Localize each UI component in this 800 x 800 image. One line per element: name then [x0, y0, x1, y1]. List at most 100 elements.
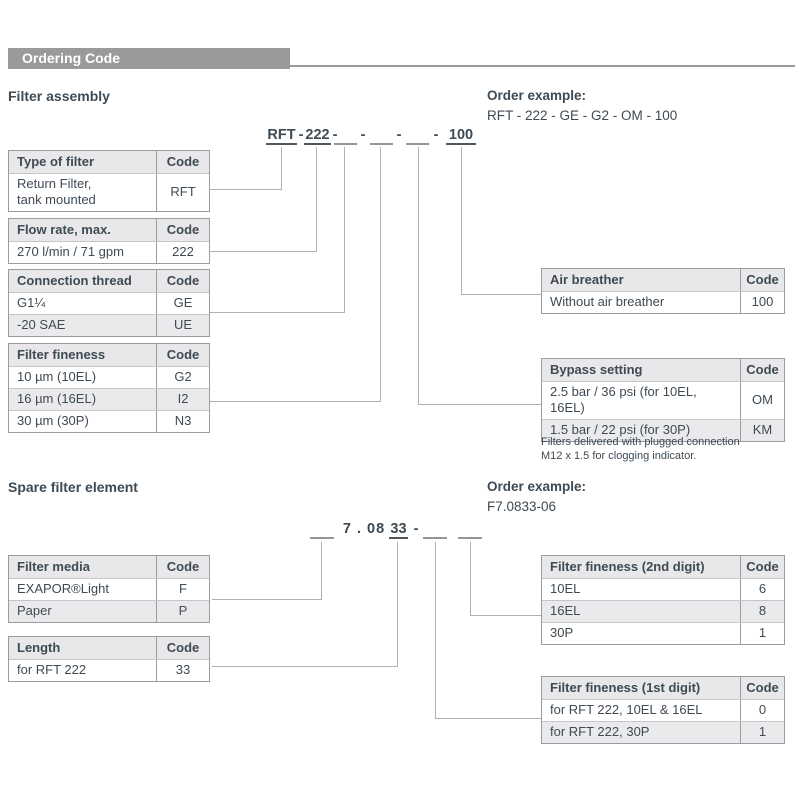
code-segment-rft: RFT — [266, 127, 297, 145]
table-header-cell: Code — [156, 270, 209, 292]
code-separator: - — [360, 127, 366, 143]
table-header-cell: Code — [156, 637, 209, 659]
table-cell: 8 — [740, 601, 784, 622]
table-cell: for RFT 222 — [17, 662, 87, 678]
code-separator: - — [413, 521, 419, 537]
table-cell: 33 — [156, 660, 209, 681]
connector-type-of-filter — [210, 147, 282, 190]
table-row: G1¼ GE — [9, 292, 209, 314]
code-segment-length: 33 — [389, 521, 408, 539]
table-cell: 1 — [740, 722, 784, 743]
connector-air-breather — [461, 147, 541, 295]
table-cell: 10EL — [550, 581, 581, 597]
table-row: 10EL 6 — [542, 578, 784, 600]
table-row: Without air breather 100 — [542, 291, 784, 313]
spare-order-example-value: F7.0833-06 — [487, 499, 557, 514]
code-blank-connection-thread — [334, 127, 357, 145]
table-cell: 270 l/min / 71 gpm — [17, 244, 124, 260]
table-row: 30P 1 — [542, 622, 784, 644]
assembly-order-example-value: RFT - 222 - GE - G2 - OM - 100 — [487, 108, 678, 123]
code-separator: - — [433, 127, 439, 143]
code-separator: - — [396, 127, 402, 143]
code-blank-bypass-setting — [406, 127, 429, 145]
table-cell: Return Filter, tank mounted — [17, 176, 96, 208]
table-header-cell: Filter fineness (1st digit) — [550, 679, 701, 695]
connector-length — [212, 542, 398, 667]
code-blank-fineness-1st-digit — [423, 521, 447, 539]
table-cell: Without air breather — [550, 294, 665, 310]
table-row: 1.5 bar / 22 psi (for 30P)KM — [542, 418, 784, 441]
section-title-bar: Ordering Code — [8, 48, 290, 69]
table-header-cell: Air breather — [550, 271, 624, 287]
table-header-cell: Code — [740, 556, 784, 578]
connector-filter-fineness — [210, 147, 381, 402]
assembly-order-example-label: Order example: — [487, 88, 587, 103]
table-cell: 100 — [740, 292, 784, 313]
table-row: Return Filter, tank mounted RFT — [9, 173, 209, 211]
code-blank-fineness-2nd-digit — [458, 521, 482, 539]
table-cell: 0 — [740, 700, 784, 721]
table-row: Paper P — [9, 600, 209, 622]
table-cell: 10 µm (10EL) — [17, 369, 97, 385]
table-cell: RFT — [156, 174, 209, 211]
table-header-cell: Flow rate, max. — [17, 221, 111, 237]
table-row: 10 µm (10EL)G2 — [9, 366, 209, 388]
code-blank-filter-fineness — [370, 127, 393, 145]
table-cell: for RFT 222, 30P — [550, 724, 650, 740]
title-rule — [290, 47, 795, 67]
table-row: for RFT 222, 30P 1 — [542, 721, 784, 743]
table-cell: G1¼ — [17, 295, 46, 311]
spare-filter-element-heading: Spare filter element — [8, 479, 138, 495]
table-header-cell: Code — [156, 219, 209, 241]
table-header-cell: Type of filter — [17, 153, 95, 169]
table-cell: 222 — [156, 242, 209, 263]
table-row: for RFT 222, 10EL & 16EL 0 — [542, 699, 784, 721]
table-cell: P — [156, 601, 209, 622]
fineness-2nd-digit-table: Filter fineness (2nd digit) Code 10EL 6 16EL… — [541, 555, 785, 645]
table-cell: for RFT 222, 10EL & 16EL — [550, 702, 703, 718]
table-cell: OM — [740, 382, 784, 419]
table-cell: 16EL — [550, 603, 581, 619]
table-header-cell: Filter fineness (2nd digit) — [550, 558, 705, 574]
code-separator: - — [332, 127, 338, 143]
table-cell: 30P — [550, 625, 574, 641]
connector-filter-media — [212, 542, 322, 600]
code-separator: - — [298, 127, 304, 143]
table-header-row: Filter fineness (1st digit) Code — [542, 677, 784, 699]
spare-order-example-label: Order example: — [487, 479, 587, 494]
table-header-cell: Code — [740, 677, 784, 699]
table-cell: I2 — [156, 389, 209, 410]
connector-fineness-1st — [435, 542, 541, 719]
table-header-cell: Filter media — [17, 558, 90, 574]
table-header-cell: Code — [740, 359, 784, 381]
table-cell: F — [156, 579, 209, 600]
table-cell: Paper — [17, 603, 52, 619]
connector-fineness-2nd — [470, 542, 541, 616]
code-segment-222: 222 — [304, 127, 331, 145]
table-cell: KM — [740, 419, 784, 441]
code-blank-filter-media — [310, 521, 334, 539]
table-cell: -20 SAE — [17, 317, 66, 333]
table-row: 2.5 bar / 36 psi (for 10EL, 16EL)OM — [542, 381, 784, 419]
table-cell: GE — [156, 293, 209, 314]
table-cell: EXAPOR®Light — [17, 581, 109, 597]
table-cell: 1 — [740, 623, 784, 644]
table-header-cell: Filter fineness — [17, 346, 106, 362]
table-cell: 6 — [740, 579, 784, 600]
clogging-indicator-note: Filters delivered with plugged connectio… — [541, 436, 740, 462]
code-segment-series: 7 . 08 — [342, 521, 386, 537]
table-header-row: Filter fineness (2nd digit) Code — [542, 556, 784, 578]
table-cell: 30 µm (30P) — [17, 413, 89, 429]
